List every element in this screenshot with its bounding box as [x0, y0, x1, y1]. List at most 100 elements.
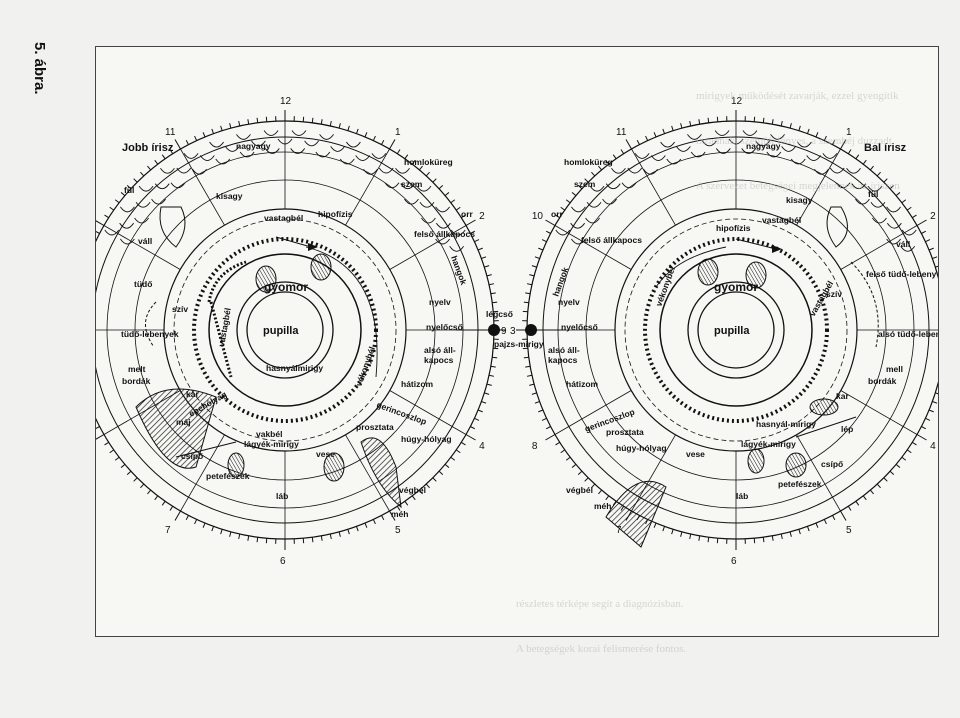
rim-tick — [465, 434, 476, 441]
iris-diagram: Jobb írisz 121234567891011 nagyagy homlo… — [50, 96, 956, 567]
brain-scale — [660, 141, 675, 148]
label-vegbel: végbél — [399, 485, 426, 495]
rim-tick — [329, 533, 332, 540]
label-kisagy-left: kisagy — [786, 195, 813, 205]
label-lab: láb — [276, 491, 288, 501]
liver-shape — [135, 388, 217, 469]
clock-number: 1 — [846, 127, 852, 138]
rim-tick — [372, 519, 376, 525]
rim-tick — [154, 159, 159, 165]
clock-number: 1 — [395, 127, 401, 138]
rim-tick — [247, 119, 250, 125]
brain-scale — [264, 148, 280, 154]
rim-tick — [470, 426, 476, 430]
label-peteteszek: petefészek — [206, 471, 250, 481]
rim-tick — [486, 383, 492, 386]
brain-scale — [416, 185, 432, 192]
rim-tick — [925, 239, 931, 243]
clock-number: 6 — [280, 556, 286, 567]
rim-tick — [474, 417, 480, 421]
rim-tick — [477, 247, 483, 251]
rim-tick — [662, 526, 665, 532]
rim-tick — [798, 529, 801, 535]
rim-tick — [474, 239, 480, 243]
rim-tick — [869, 489, 874, 495]
rim-tick — [707, 117, 710, 123]
rim-tick — [662, 128, 665, 134]
rim-tick — [484, 265, 490, 268]
label-nyelocso-left: nyelőcső — [561, 322, 598, 332]
brain-scale — [728, 138, 744, 145]
rim-tick — [862, 495, 867, 501]
rim-tick — [140, 483, 145, 489]
label-bordak: bordák — [122, 376, 151, 386]
rim-tick — [211, 128, 214, 134]
rim-tick — [126, 185, 132, 190]
rim-tick — [444, 463, 450, 468]
rim-tick — [238, 533, 241, 540]
label-hangok: hangok — [449, 254, 469, 286]
brain-scale — [814, 169, 829, 175]
brain-scale — [586, 201, 602, 208]
brain-scale — [886, 238, 901, 245]
rim-tick — [935, 265, 941, 268]
rim-tick — [438, 185, 444, 190]
brain-scale — [263, 130, 279, 136]
brain-scale — [215, 158, 231, 165]
brain-scale — [872, 217, 887, 224]
rim-tick — [229, 531, 232, 537]
rim-tick — [396, 506, 401, 511]
rim-tick — [488, 374, 495, 377]
label-sziv: szív — [172, 304, 188, 314]
rim-tick — [584, 178, 589, 183]
rim-tick — [789, 123, 792, 129]
sector-divider — [389, 390, 467, 435]
brain-scale — [901, 229, 917, 236]
label-prosztata: prosztata — [356, 422, 394, 432]
rim-tick — [807, 128, 810, 134]
figure-caption: 5. ábra. — [8, 42, 56, 102]
brain-scale — [315, 151, 331, 158]
brain-scale — [806, 155, 822, 161]
brain-scale — [435, 222, 451, 229]
figure-caption-text: 5. ábra. — [31, 42, 48, 95]
rim-tick — [895, 463, 901, 468]
left-iris-title: Bal írisz — [864, 142, 907, 154]
rim-tick — [320, 535, 323, 541]
label-lep-left: lép — [841, 424, 853, 434]
clock-number: 4 — [930, 441, 936, 452]
label-hatizom: hátizom — [401, 379, 434, 389]
rim-tick — [404, 154, 409, 160]
brain-scale — [867, 185, 883, 192]
clock-number: 2 — [930, 211, 936, 222]
brain-scale — [192, 169, 207, 175]
rim-tick — [194, 519, 198, 525]
rim-tick — [680, 531, 683, 537]
rim-tick — [202, 132, 206, 138]
brain-scale — [886, 206, 901, 213]
rim-tick — [450, 456, 456, 461]
rim-tick — [862, 159, 867, 165]
label-hatizom-left: hátizom — [566, 379, 599, 389]
clock-number: 9 — [501, 326, 507, 337]
right-iris-map: Jobb írisz 121234567891011 nagyagy homlo… — [50, 96, 516, 567]
rim-tick — [932, 401, 938, 404]
rim-tick — [823, 519, 827, 525]
brain-scale — [395, 167, 410, 174]
rim-tick — [450, 199, 456, 204]
label-orr: orr — [461, 209, 474, 219]
brain-scale — [714, 130, 730, 136]
label-lagyek-mirigy-left: lágyék-mirigy — [741, 439, 796, 449]
rim-tick — [565, 456, 571, 461]
rim-tick — [780, 533, 783, 540]
label-homlokureg: homloküreg — [404, 157, 453, 167]
brain-scale — [781, 146, 797, 152]
sector-divider — [796, 434, 841, 512]
rim-tick — [133, 178, 138, 183]
label-szem-left: szem — [574, 179, 596, 189]
rim-tick — [381, 139, 385, 145]
brain-scale — [650, 155, 666, 161]
rim-tick — [525, 292, 531, 295]
label-kar: kar — [186, 389, 199, 399]
label-prosztata-left: prosztata — [606, 427, 644, 437]
